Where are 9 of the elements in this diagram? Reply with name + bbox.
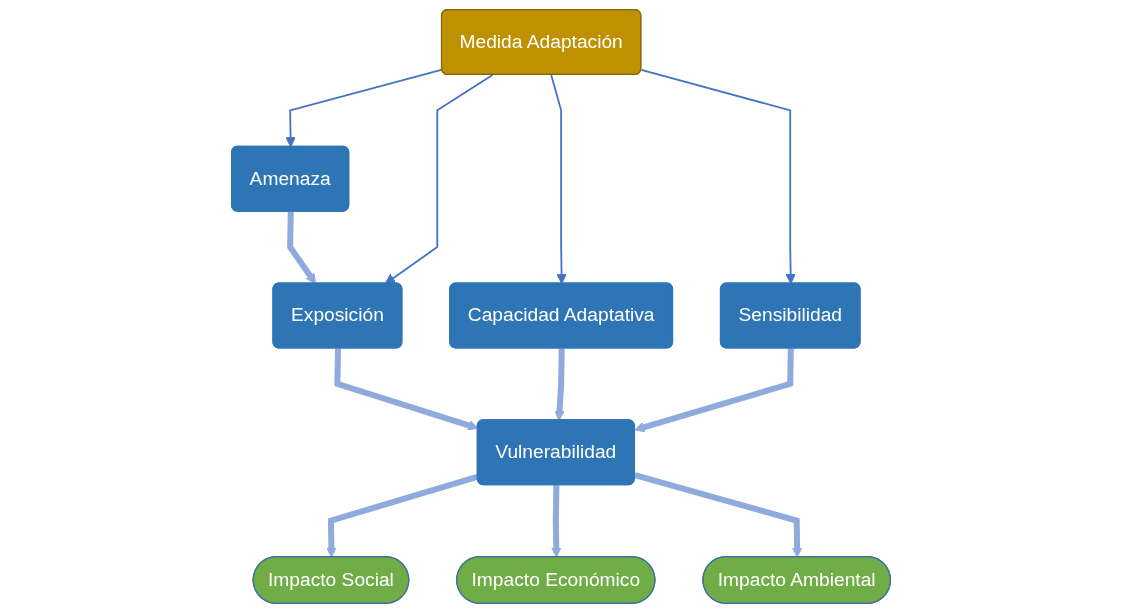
arrow: [554, 348, 565, 421]
arrow: [326, 473, 479, 558]
arrow: [287, 211, 317, 285]
arrow: [550, 485, 562, 558]
arrow: [634, 348, 794, 433]
arrow: [550, 74, 567, 285]
arrow: [634, 472, 803, 558]
arrow: [384, 74, 494, 285]
arrow: [640, 69, 796, 285]
